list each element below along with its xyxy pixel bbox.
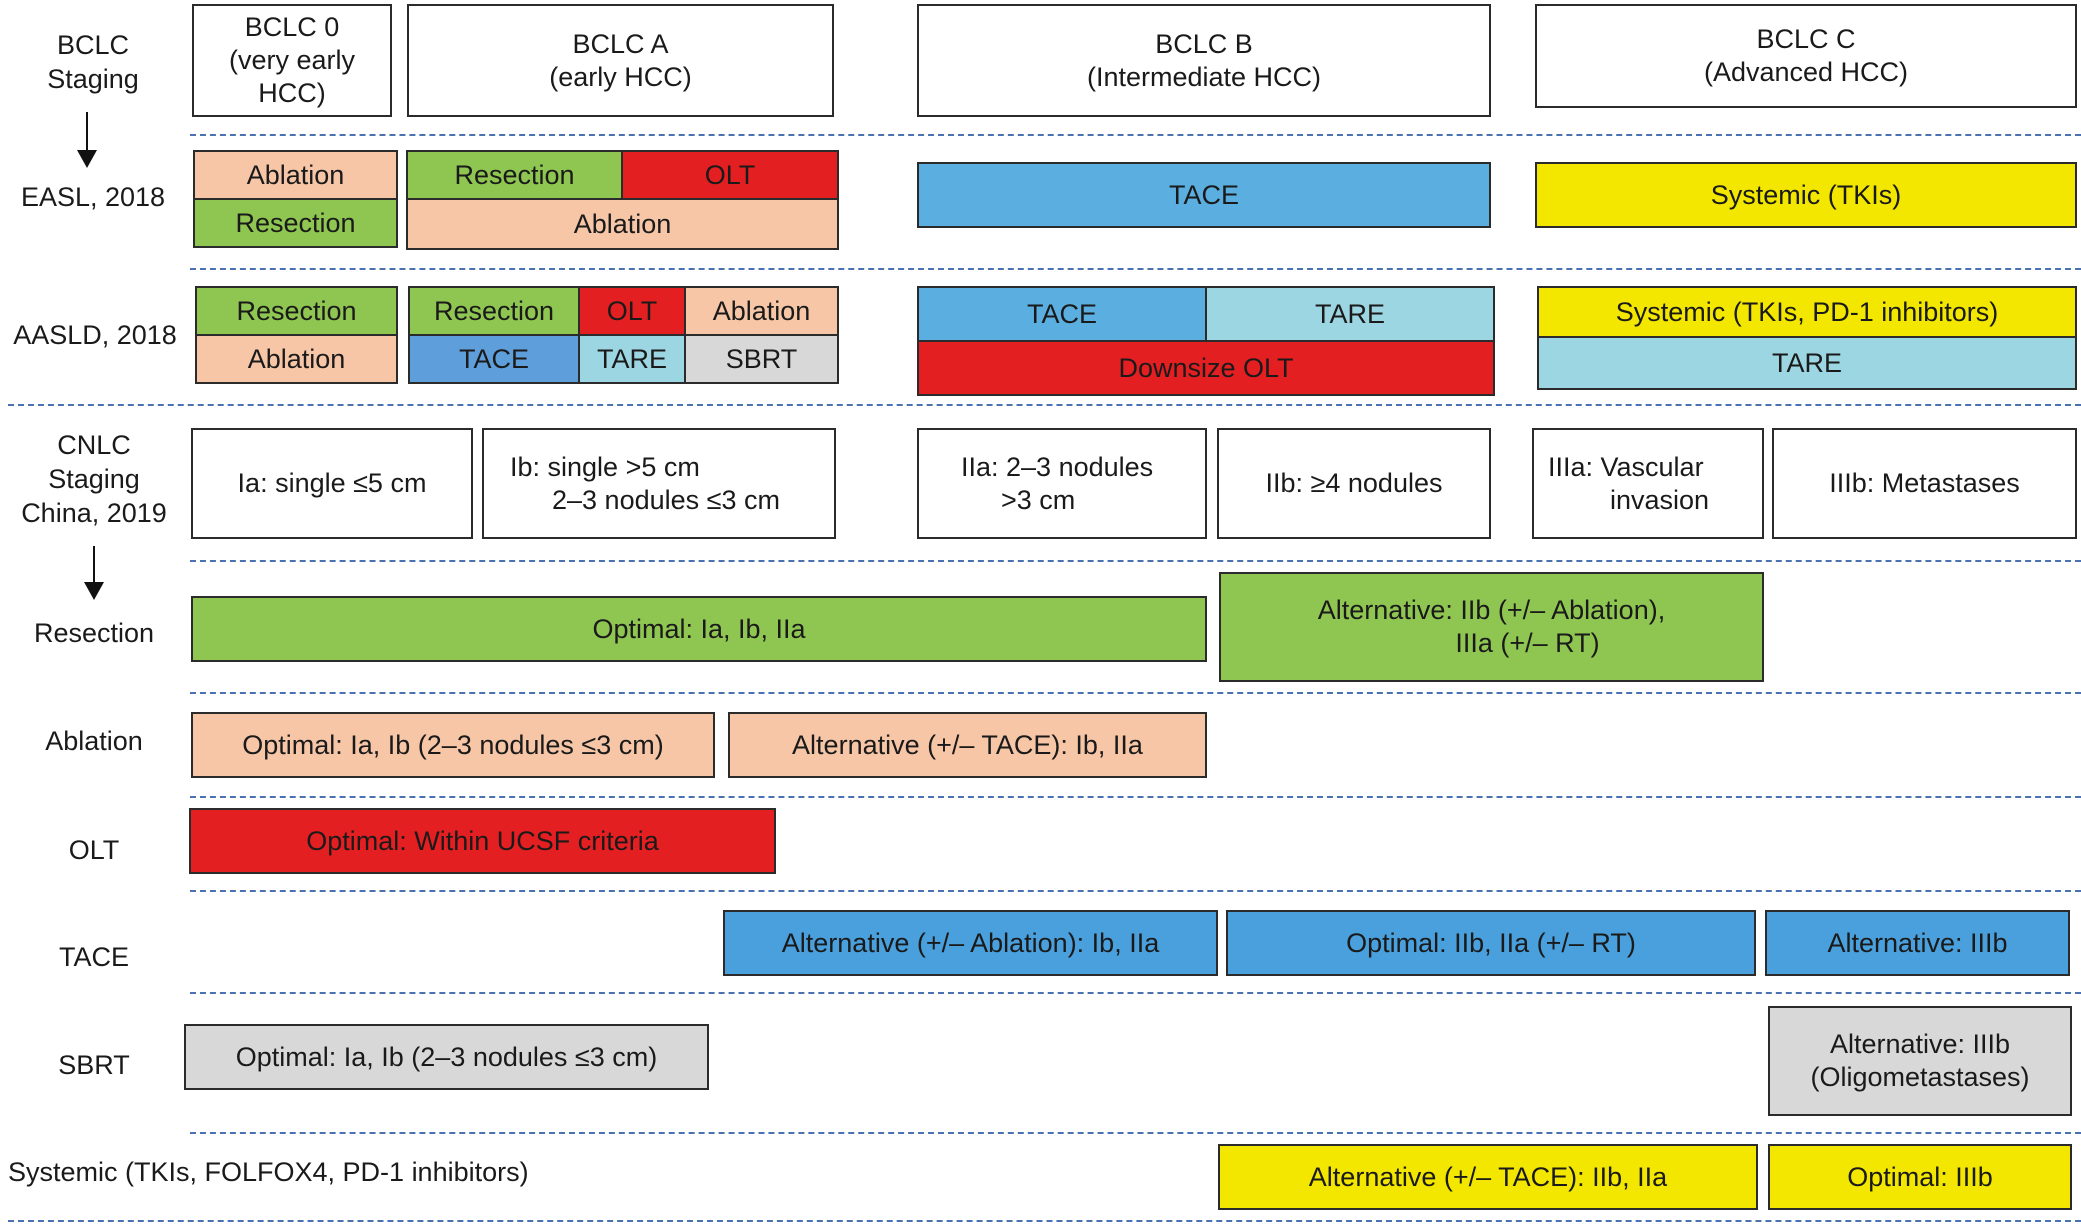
aasld-ablation-a: Ablation (684, 286, 839, 336)
label-cnlc-line1: CNLC (57, 430, 131, 460)
ablation-optimal: Optimal: Ia, Ib (2–3 nodules ≤3 cm) (191, 712, 715, 778)
cnlc-ib-box: Ib: single >5 cm 2–3 nodules ≤3 cm (482, 428, 836, 539)
separator (190, 992, 2081, 994)
label-cnlc-staging: CNLC Staging China, 2019 (10, 428, 178, 530)
label-bclc-line2: Staging (47, 64, 139, 94)
sbrt-optimal: Optimal: Ia, Ib (2–3 nodules ≤3 cm) (184, 1024, 709, 1090)
label-aasld: AASLD, 2018 (13, 320, 177, 350)
arrow-down-icon (77, 112, 97, 168)
bclc-a-sub: (early HCC) (549, 61, 692, 92)
bclc-c-sub: (Advanced HCC) (1703, 57, 1909, 87)
easl-resection-a: Resection (406, 150, 623, 200)
ablation-alternative: Alternative (+/– TACE): Ib, IIa (728, 712, 1207, 778)
sbrt-alternative: Alternative: IIIb (Oligometastases) (1768, 1006, 2072, 1116)
bclc-b-title: BCLC B (1155, 28, 1253, 59)
aasld-resection-0: Resection (195, 286, 398, 336)
cnlc-ia-box: Ia: single ≤5 cm (191, 428, 473, 539)
resection-alt-line2: IIIa (+/– RT) (1455, 628, 1600, 658)
bclc-b-sub: (Intermediate HCC) (1086, 61, 1322, 92)
aasld-systemic-c: Systemic (TKIs, PD-1 inhibitors) (1537, 286, 2077, 338)
label-resection: Resection (33, 618, 155, 648)
cnlc-iiia-line2: invasion (1610, 484, 1710, 515)
bclc-a-title: BCLC A (572, 28, 669, 59)
easl-resection-0: Resection (193, 198, 398, 248)
separator (190, 796, 2081, 798)
tace-optimal: Optimal: IIb, IIa (+/– RT) (1226, 910, 1756, 976)
bclc-b-box: BCLC B (Intermediate HCC) (917, 4, 1491, 117)
separator (8, 1220, 2081, 1222)
easl-systemic-c: Systemic (TKIs) (1535, 162, 2077, 228)
cnlc-ib-line1: Ib: single >5 cm (510, 451, 700, 482)
tace-alternative-1: Alternative (+/– Ablation): Ib, IIa (723, 910, 1218, 976)
sbrt-alt-line2: (Oligometastases) (1810, 1062, 2030, 1092)
sbrt-alt-line1: Alternative: IIIb (1829, 1029, 2011, 1059)
separator (190, 560, 2081, 562)
label-sbrt: SBRT (58, 1050, 130, 1080)
cnlc-iia-line2: >3 cm (1001, 484, 1076, 515)
aasld-tace-b: TACE (917, 286, 1207, 342)
aasld-resection-a: Resection (408, 286, 580, 336)
resection-alt-line1: Alternative: IIb (+/– Ablation), (1317, 595, 1666, 625)
cnlc-iia-box: IIa: 2–3 nodules >3 cm (917, 428, 1207, 539)
olt-optimal: Optimal: Within UCSF criteria (189, 808, 776, 874)
aasld-olt-a: OLT (578, 286, 686, 336)
aasld-tace-a: TACE (408, 334, 580, 384)
resection-alternative: Alternative: IIb (+/– Ablation), IIIa (+… (1219, 572, 1764, 682)
aasld-tare-c: TARE (1537, 336, 2077, 390)
separator (190, 1132, 2081, 1134)
bclc-0-sub2: HCC) (258, 78, 326, 108)
label-bclc-staging: BCLC Staging (36, 28, 150, 96)
bclc-c-box: BCLC C (Advanced HCC) (1535, 4, 2077, 108)
separator (8, 404, 2081, 406)
cnlc-iia-line1: IIa: 2–3 nodules (961, 451, 1154, 482)
label-ablation: Ablation (45, 726, 143, 756)
resection-optimal: Optimal: Ia, Ib, IIa (191, 596, 1207, 662)
bclc-0-sub1: (very early (228, 45, 356, 75)
aasld-sbrt-a: SBRT (684, 334, 839, 384)
bclc-0-box: BCLC 0 (very early HCC) (192, 4, 392, 117)
label-cnlc-line3: China, 2019 (21, 498, 167, 528)
systemic-optimal: Optimal: IIIb (1768, 1144, 2072, 1210)
aasld-ablation-0: Ablation (195, 334, 398, 384)
separator (190, 134, 2081, 136)
label-systemic: Systemic (TKIs, FOLFOX4, PD-1 inhibitors… (8, 1157, 529, 1187)
aasld-downsize-olt-b: Downsize OLT (917, 340, 1495, 396)
label-easl: EASL, 2018 (20, 182, 166, 212)
easl-ablation-0: Ablation (193, 150, 398, 200)
bclc-0-title: BCLC 0 (244, 12, 340, 42)
easl-tace-b: TACE (917, 162, 1491, 228)
cnlc-iib-box: IIb: ≥4 nodules (1217, 428, 1491, 539)
cnlc-ib-line2: 2–3 nodules ≤3 cm (552, 484, 780, 515)
aasld-tare-a: TARE (578, 334, 686, 384)
aasld-tare-b: TARE (1205, 286, 1495, 342)
arrow-down-icon (84, 546, 104, 600)
cnlc-iiib-box: IIIb: Metastases (1772, 428, 2077, 539)
separator (190, 890, 2081, 892)
separator (190, 692, 2081, 694)
separator (190, 268, 2081, 270)
cnlc-iiia-line1: IIIa: Vascular (1548, 451, 1704, 482)
tace-alternative-2: Alternative: IIIb (1765, 910, 2070, 976)
label-cnlc-line2: Staging (48, 464, 140, 494)
easl-olt-a: OLT (621, 150, 839, 200)
systemic-alternative: Alternative (+/– TACE): IIb, IIa (1218, 1144, 1758, 1210)
label-bclc-line1: BCLC (56, 30, 130, 60)
label-tace: TACE (58, 942, 129, 972)
cnlc-iiia-box: IIIa: Vascular invasion (1532, 428, 1764, 539)
label-olt: OLT (68, 835, 120, 865)
easl-ablation-a: Ablation (406, 198, 839, 250)
bclc-a-box: BCLC A (early HCC) (407, 4, 834, 117)
bclc-c-title: BCLC C (1756, 24, 1856, 54)
